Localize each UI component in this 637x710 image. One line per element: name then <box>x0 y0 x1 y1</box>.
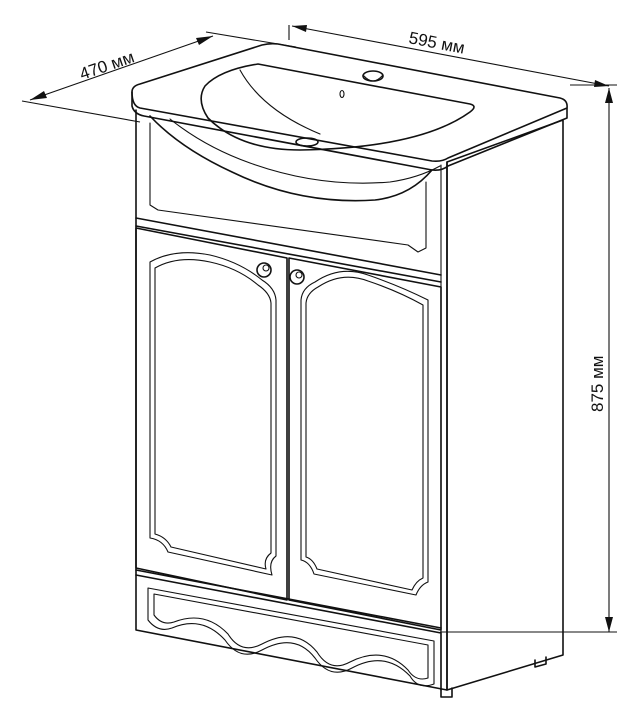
depth-dimension: 470 мм <box>21 31 297 123</box>
plinth-scallop <box>147 587 435 687</box>
back-foot <box>534 656 547 668</box>
cabinet-side-panel <box>446 119 564 691</box>
cabinet <box>135 109 564 698</box>
door-top-edge <box>135 225 442 283</box>
basin-bowl-inner-curve <box>239 69 321 135</box>
basin-front-inner-frame <box>149 122 427 253</box>
basin-top-rim <box>131 42 568 162</box>
left-door-knob-icon[interactable] <box>256 262 272 278</box>
basin-front-panel <box>135 217 442 276</box>
left-door-panel-inner <box>154 259 272 570</box>
basin-bowl-front <box>149 115 433 202</box>
right-door-panel <box>300 270 429 596</box>
height-dimension: 875 мм <box>440 84 617 633</box>
right-door <box>288 257 442 631</box>
overflow-hole-icon <box>339 89 345 99</box>
basin-bowl-front-inner <box>169 118 441 184</box>
faucet-hole-icon <box>362 70 384 82</box>
depth-label: 470 мм <box>77 47 137 83</box>
right-door-panel-inner <box>305 276 424 591</box>
plinth-top-edge <box>135 569 442 629</box>
left-door-panel <box>149 252 277 576</box>
cabinet-front-frame <box>135 109 448 691</box>
basin-bowl-opening <box>200 63 475 151</box>
right-door-knob-icon[interactable] <box>289 269 305 285</box>
basin-rim-front <box>131 91 568 171</box>
plinth-scallop-inner <box>153 593 429 680</box>
plinth-panel <box>135 574 442 691</box>
front-foot <box>440 687 453 698</box>
drain-icon <box>295 137 319 147</box>
left-door <box>135 227 288 601</box>
height-label: 875 мм <box>588 356 607 412</box>
washbasin <box>131 42 568 202</box>
